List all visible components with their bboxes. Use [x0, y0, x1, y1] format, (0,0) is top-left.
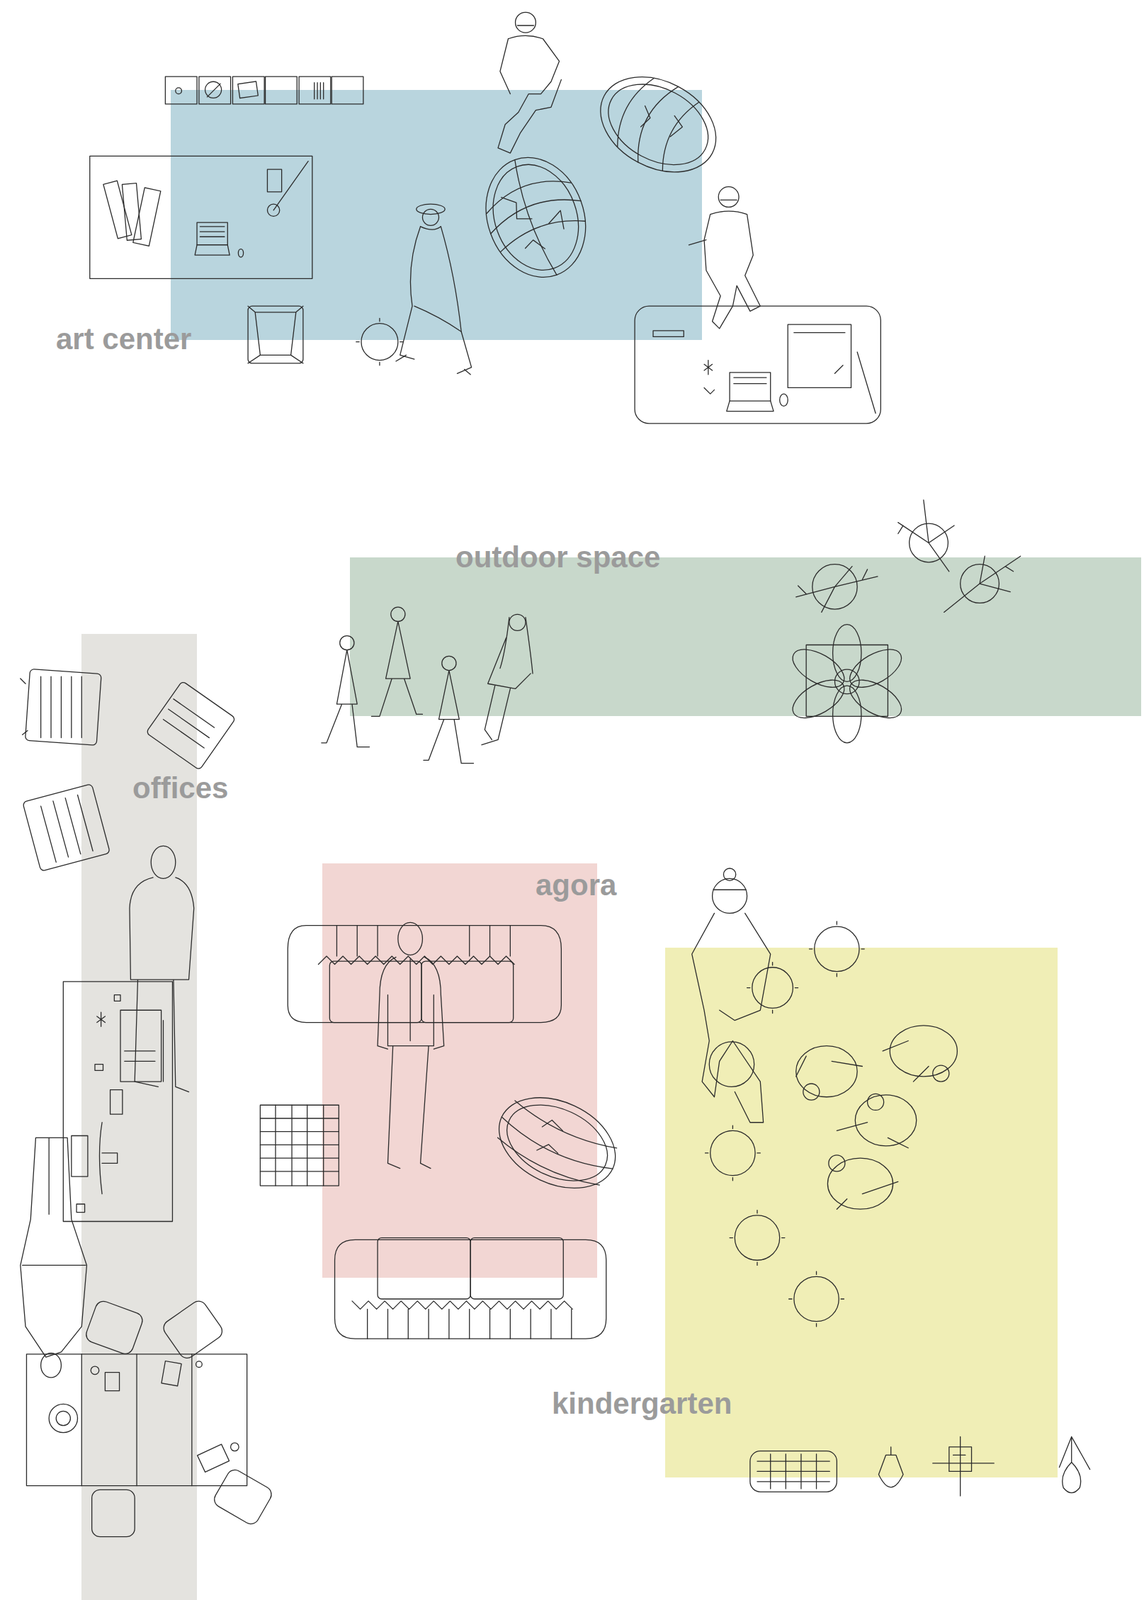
work-table — [89, 155, 313, 279]
stools — [705, 921, 865, 1327]
standing-person — [692, 868, 771, 1123]
zone-band: kindergarten — [665, 947, 1058, 1478]
zone-band: art center — [170, 89, 702, 341]
walking-person — [395, 204, 472, 375]
succulent-plant — [786, 624, 908, 744]
armchair — [247, 306, 304, 364]
zone-label: agora — [535, 870, 617, 901]
zone-label: outdoor space — [455, 542, 661, 573]
standing-person — [129, 845, 195, 1092]
zone-band: offices — [81, 633, 197, 1600]
office-desk — [63, 981, 173, 1222]
meeting-table — [26, 1354, 247, 1487]
hanging-chair — [584, 58, 733, 192]
sofa — [335, 1238, 607, 1340]
tree — [796, 500, 1021, 613]
office-chair — [84, 1298, 275, 1538]
standing-person — [20, 1137, 88, 1378]
sofa — [287, 925, 562, 1023]
hanging-chair — [469, 143, 602, 292]
child-figures — [321, 607, 533, 763]
zone-band: outdoor space — [349, 557, 1142, 717]
stool — [356, 318, 404, 365]
zone-label: offices — [132, 773, 229, 804]
hanging-chair — [484, 1080, 630, 1207]
kindergarten-objects — [750, 1436, 1091, 1497]
zone-band: agora — [322, 863, 598, 1278]
bookshelf — [259, 1105, 339, 1186]
work-table — [634, 306, 881, 424]
office-chair — [20, 669, 236, 872]
standing-person — [377, 922, 445, 1169]
media-shelf — [165, 76, 363, 105]
seated-person — [688, 187, 761, 329]
zone-label: art center — [55, 324, 192, 355]
zone-label: kindergarten — [551, 1389, 732, 1419]
seated-person — [497, 12, 562, 154]
children-group — [796, 1025, 958, 1210]
